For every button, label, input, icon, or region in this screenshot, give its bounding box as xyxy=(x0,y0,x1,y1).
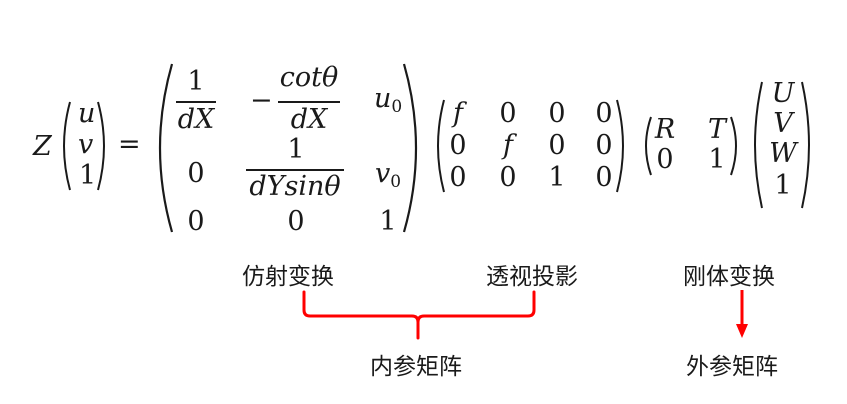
affine-left-paren xyxy=(158,63,174,233)
persp-r1c4: 0 xyxy=(595,98,613,129)
extrinsic-matrix-label: 外参矩阵 xyxy=(686,354,778,380)
affine-transform-label: 仿射变换 xyxy=(242,264,334,290)
affine-r1c2-fraction-bar xyxy=(278,101,340,103)
rigid-r2c1-zero: 0 xyxy=(656,144,674,175)
affine-r1c2-denominator: dX xyxy=(290,104,328,135)
world-vector-V: V xyxy=(773,108,793,139)
intrinsic-matrix-label: 内参矩阵 xyxy=(370,354,462,380)
affine-r2c2-denominator: dYsinθ xyxy=(249,171,341,202)
persp-r2c2: f xyxy=(503,130,513,161)
world-left-paren xyxy=(754,81,763,209)
affine-r1c1-numerator: 1 xyxy=(187,66,205,97)
persp-r1c2: 0 xyxy=(499,98,517,129)
rigid-right-paren xyxy=(730,116,737,176)
v-symbol: v xyxy=(375,158,391,189)
affine-r3c1-zero: 0 xyxy=(187,206,205,237)
persp-r3c4: 0 xyxy=(595,162,613,193)
perspective-left-paren xyxy=(437,99,445,193)
persp-r2c1: 0 xyxy=(449,130,467,161)
persp-r3c3: 1 xyxy=(548,162,566,193)
persp-r2c4: 0 xyxy=(595,130,613,161)
world-vector-W: W xyxy=(769,138,797,169)
intrinsic-brace xyxy=(302,290,536,340)
rigid-r2c2-one: 1 xyxy=(708,144,726,175)
lhs-left-paren xyxy=(63,101,71,191)
affine-r2c2-fraction-bar xyxy=(246,169,344,171)
world-right-paren xyxy=(801,81,810,209)
rigid-r1c2-T: T xyxy=(707,114,726,145)
affine-r1c2-numerator: cotθ xyxy=(279,62,339,93)
affine-r1c3-u0: u0 xyxy=(374,85,402,116)
affine-r2c3-v0: v0 xyxy=(375,160,401,191)
rigid-r1c1-R: R xyxy=(654,114,676,145)
perspective-projection-label: 透视投影 xyxy=(486,264,578,290)
affine-r1c1-fraction-bar xyxy=(176,101,216,103)
affine-r2c2-numerator: 1 xyxy=(287,134,305,165)
affine-r3c2-zero: 0 xyxy=(287,206,305,237)
lhs-vector-u: u xyxy=(78,98,96,129)
subscript-0: 0 xyxy=(390,172,402,192)
world-vector-1: 1 xyxy=(774,170,792,201)
equals-sign: = xyxy=(118,129,141,160)
extrinsic-arrow xyxy=(736,290,748,338)
persp-r3c1: 0 xyxy=(449,162,467,193)
lhs-right-paren xyxy=(97,101,105,191)
rigid-left-paren xyxy=(645,116,652,176)
affine-r1c1-denominator: dX xyxy=(177,104,215,135)
subscript-0: 0 xyxy=(391,97,403,117)
affine-r1c2-minus: − xyxy=(250,85,273,116)
lhs-vector-v: v xyxy=(78,129,94,160)
persp-r3c2: 0 xyxy=(499,162,517,193)
affine-r2c1-zero: 0 xyxy=(187,158,205,189)
rigid-transform-label: 刚体变换 xyxy=(683,264,775,290)
persp-r1c1: f xyxy=(453,98,463,129)
u-symbol: u xyxy=(374,83,392,114)
persp-r2c3: 0 xyxy=(548,130,566,161)
affine-right-paren xyxy=(402,63,418,233)
scale-factor-z: Z xyxy=(33,131,52,162)
affine-r3c3-one: 1 xyxy=(379,206,397,237)
persp-r1c3: 0 xyxy=(548,98,566,129)
lhs-vector-1: 1 xyxy=(79,160,97,191)
perspective-right-paren xyxy=(616,99,624,193)
world-vector-U: U xyxy=(771,78,795,109)
